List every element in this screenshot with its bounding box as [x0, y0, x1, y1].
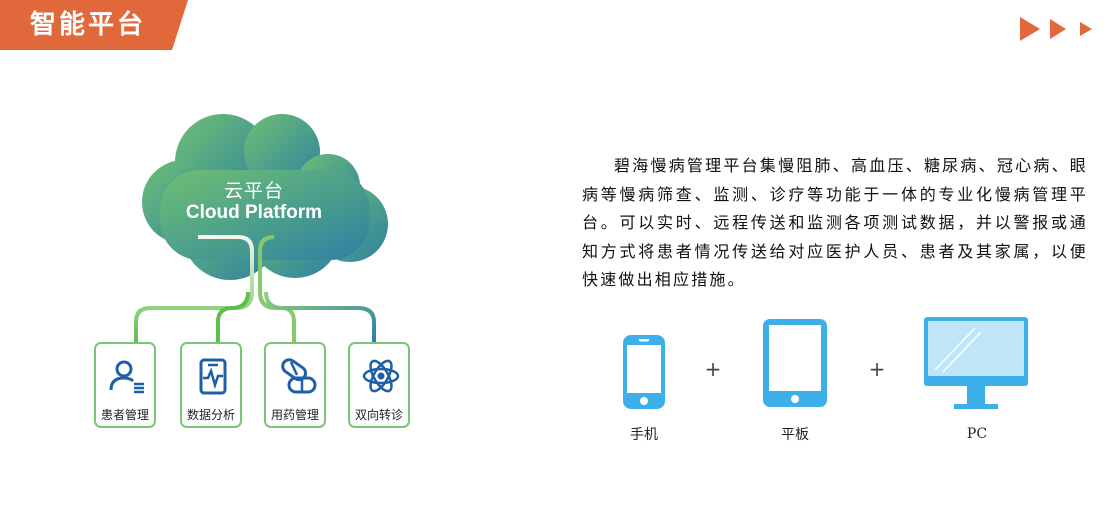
device-label-tablet: 平板	[781, 427, 809, 443]
module-patient-management: 患者管理	[94, 342, 156, 428]
triple-arrow-icon	[1020, 17, 1092, 41]
tag-background	[0, 0, 188, 50]
tablet-icon	[763, 319, 827, 407]
cloud-title-en: Cloud Platform	[185, 202, 323, 223]
module-label: 患者管理	[100, 408, 149, 422]
pill-icon	[281, 358, 317, 394]
platform-description: 碧海慢病管理平台集慢阻肺、高血压、糖尿病、冠心病、眼病等慢病筛查、监测、诊疗等功…	[582, 156, 1088, 289]
module-label: 双向转诊	[354, 408, 403, 422]
module-two-way-referral: 双向转诊	[348, 342, 410, 428]
plus-sign: +	[868, 357, 886, 381]
cloud-shape	[142, 114, 388, 280]
page-title: 智能平台	[30, 10, 147, 40]
module-medication-management: 用药管理	[264, 342, 326, 428]
patient-icon	[109, 360, 144, 394]
cloud-title-cn: 云平台	[223, 180, 284, 202]
phone-icon	[623, 335, 665, 409]
monitor-icon	[924, 317, 1028, 409]
data-analysis-icon	[199, 358, 227, 395]
cloud-diagram-graphic	[134, 114, 388, 342]
cloud-platform-diagram: 云平台 Cloud Platform 患者管理 数据分析 用药管理	[80, 110, 440, 440]
module-label: 用药管理	[270, 408, 319, 422]
device-label-pc: PC	[966, 426, 988, 442]
section-tag: 智能平台	[0, 0, 188, 50]
module-data-analysis: 数据分析	[180, 342, 242, 428]
device-label-phone: 手机	[630, 427, 658, 443]
module-label: 数据分析	[186, 408, 235, 422]
plus-sign: +	[704, 357, 722, 381]
atom-icon	[362, 359, 400, 393]
